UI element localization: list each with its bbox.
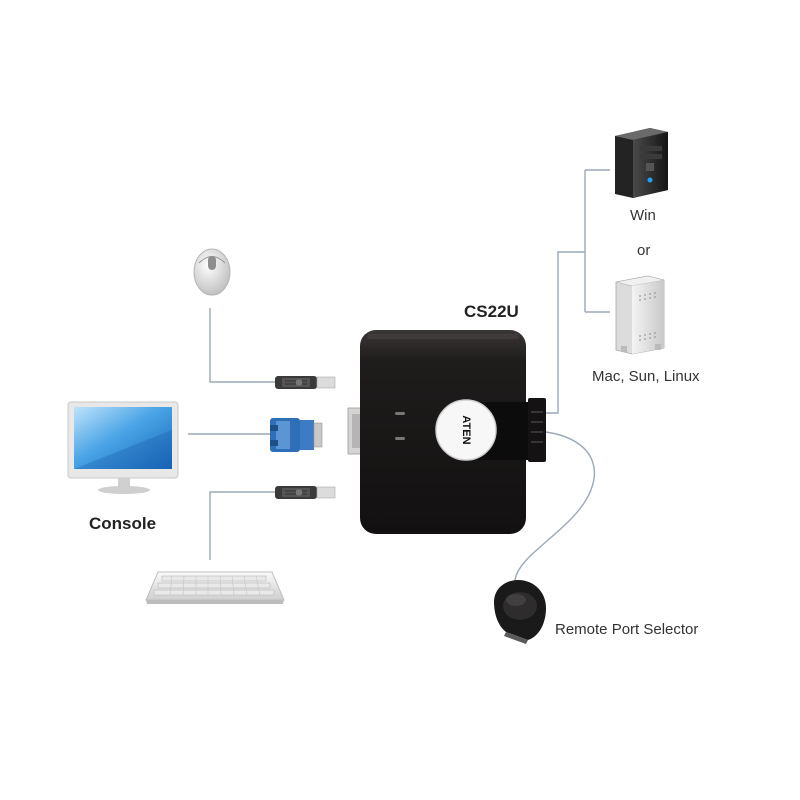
usb-plug-icon [275,486,336,499]
win-label: Win [630,207,656,224]
pc-tower-icon [615,128,668,198]
or-label: or [637,242,651,259]
usb-plug-icon [275,376,336,389]
vga-connector-icon [270,418,323,452]
monitor-icon [67,401,179,494]
mouse-cable [209,308,275,383]
model-label: CS22U [464,302,519,321]
remote-cable [513,431,596,591]
remote-selector-icon [494,580,546,644]
kvm-switch-body: ATEN [360,330,546,534]
remote-port-selector-label: Remote Port Selector [555,621,699,638]
mouse-icon [193,248,231,296]
mac-tower-icon [615,275,665,355]
device-vga-port [347,407,363,455]
cables [188,169,610,591]
brand-logo: ATEN [460,415,472,444]
keyboard-icon [145,571,285,604]
keyboard-cable [209,491,275,560]
computer-link-cable [545,169,610,414]
console-label: Console [89,514,157,533]
mac-sun-linux-label: Mac, Sun, Linux [592,368,700,385]
